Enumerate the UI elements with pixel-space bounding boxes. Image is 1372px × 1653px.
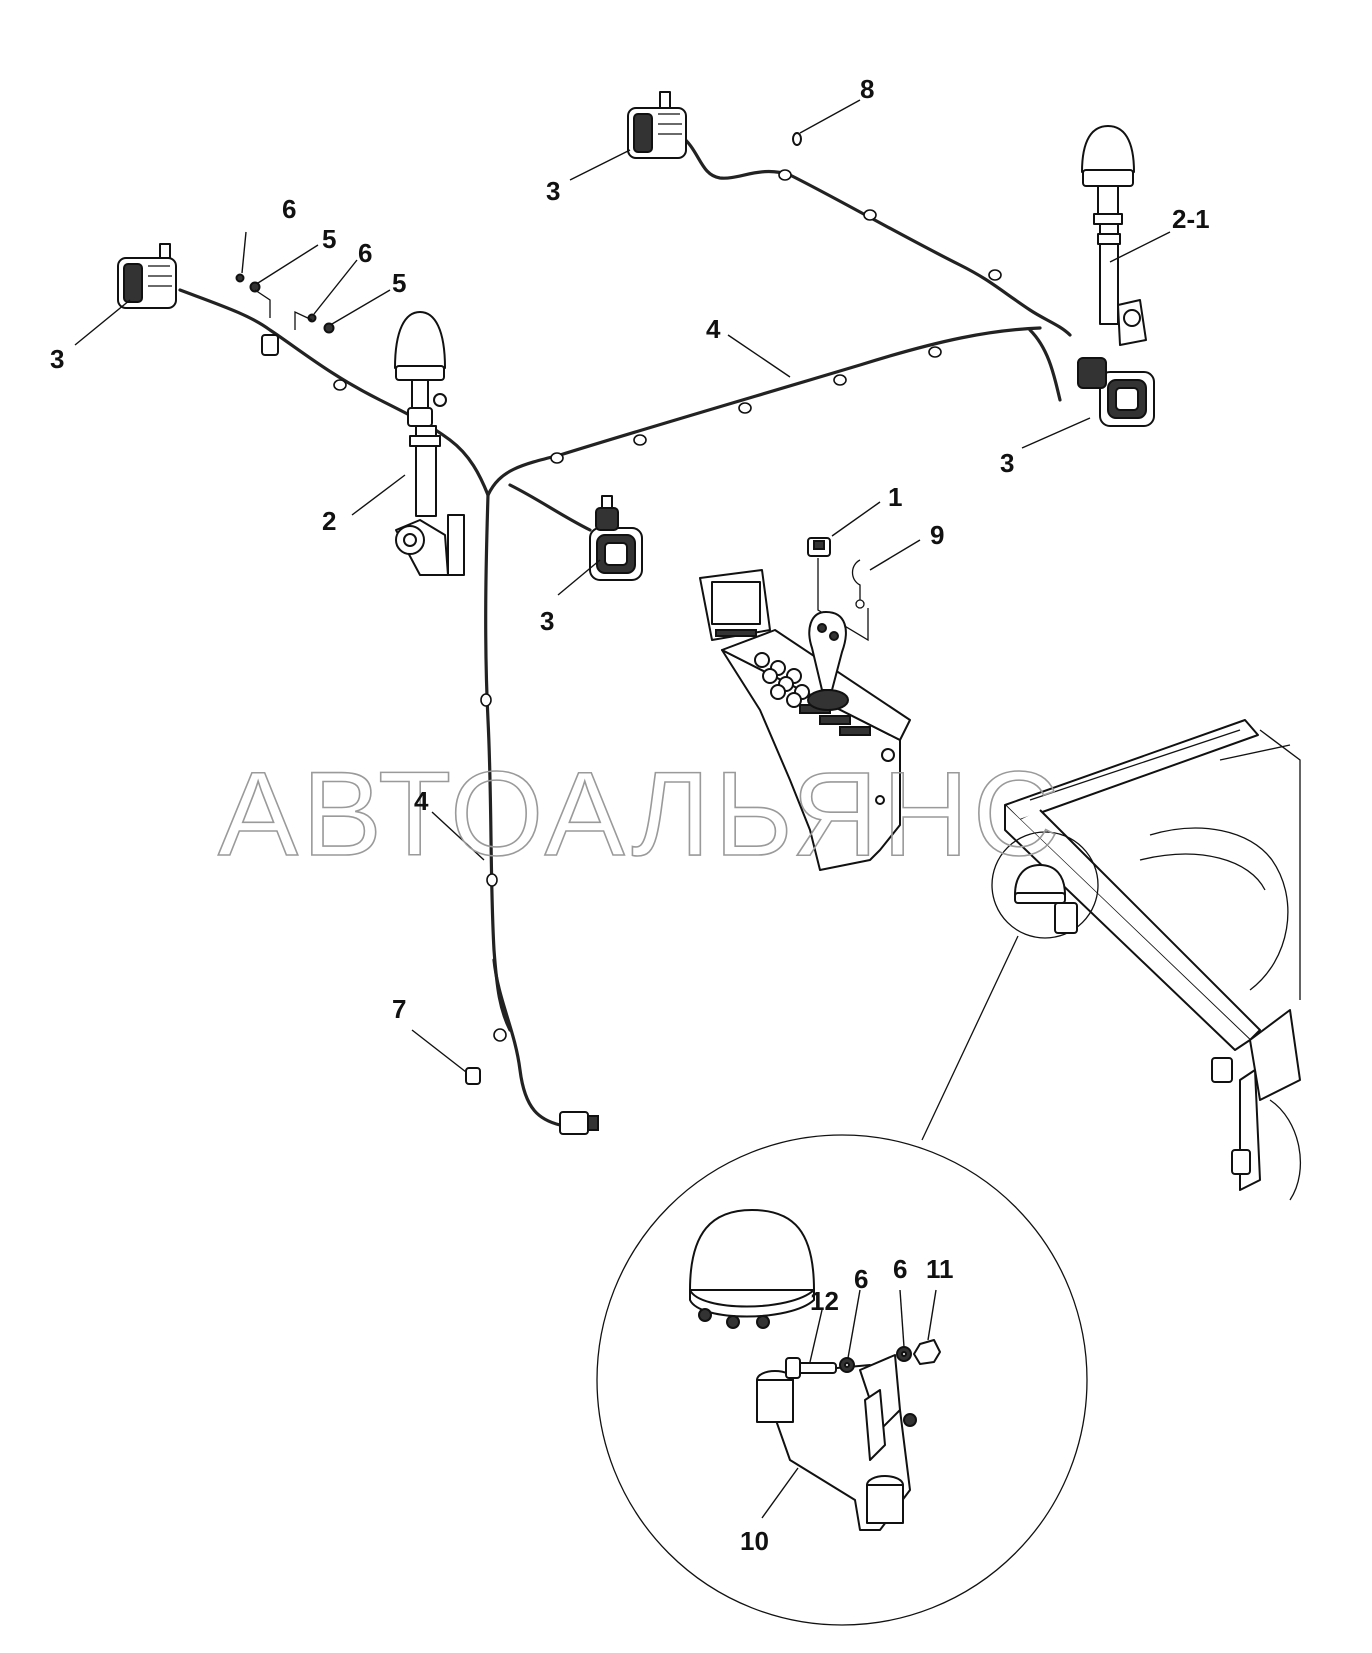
zoom-detail (596, 1134, 1088, 1626)
harness-connector (559, 1111, 599, 1135)
work-lamp-top (627, 91, 687, 159)
callout-3-right: 3 (1000, 448, 1014, 478)
callout-6-d: 6 (893, 1254, 907, 1284)
wiring-harness (178, 133, 1072, 1135)
callout-7: 7 (392, 994, 406, 1024)
callout-6-a: 6 (282, 194, 296, 224)
callout-labels: 8 3 2-1 6 5 6 5 3 4 3 2 1 9 3 4 7 12 6 6… (50, 74, 1210, 1556)
callout-5-a: 5 (322, 224, 336, 254)
work-lamp-middle (589, 495, 643, 581)
cab-frame (1004, 719, 1302, 1201)
control-console (699, 569, 911, 871)
switch-item-1 (807, 537, 831, 557)
work-lamp-left (117, 243, 177, 309)
callout-2: 2 (322, 506, 336, 536)
beacon-mast-right (1081, 125, 1147, 346)
o-ring-icon (792, 132, 802, 146)
nut-item-7 (465, 1067, 481, 1085)
callout-5-b: 5 (392, 268, 406, 298)
callout-4-top: 4 (706, 314, 721, 344)
hardware-washers-nuts (235, 273, 335, 356)
callout-10: 10 (740, 1526, 769, 1556)
beacon-mast-left (394, 311, 465, 576)
callout-2-1: 2-1 (1172, 204, 1210, 234)
callout-6-c: 6 (854, 1264, 868, 1294)
callout-3-left: 3 (50, 344, 64, 374)
callout-3-top: 3 (546, 176, 560, 206)
leader-lines (74, 99, 1171, 1519)
callout-6-b: 6 (358, 238, 372, 268)
callout-12: 12 (810, 1286, 839, 1316)
callout-8: 8 (860, 74, 874, 104)
keypad (754, 652, 871, 736)
callout-4-bottom: 4 (414, 786, 429, 816)
callout-9: 9 (930, 520, 944, 550)
harness-clips (333, 169, 1002, 1042)
joystick (807, 611, 849, 711)
detail-leader-line (921, 935, 1019, 1141)
work-lamp-right (1077, 357, 1155, 427)
callout-1: 1 (888, 482, 902, 512)
detail-source-circle (991, 831, 1099, 939)
callout-3-middle: 3 (540, 606, 554, 636)
watermark-text: АВТОАЛЬЯНС (218, 747, 1063, 881)
callout-11: 11 (926, 1254, 954, 1284)
